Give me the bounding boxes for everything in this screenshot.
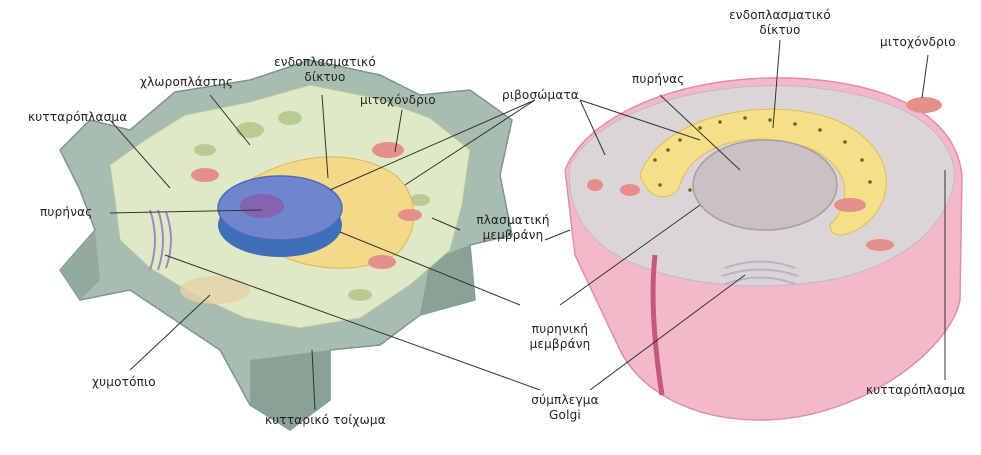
label-er-left-line1: ενδοπλασματικό bbox=[274, 55, 376, 70]
label-cytoplasm-right: κυτταρόπλασμα bbox=[866, 383, 965, 397]
label-mitochondrion-right: μιτοχόνδριο bbox=[880, 35, 956, 49]
label-plasma-membrane: πλασματική μεμβράνη bbox=[476, 213, 549, 243]
mitochondrion bbox=[906, 97, 942, 113]
label-nuclear-membrane: πυρηνική μεμβράνη bbox=[530, 322, 591, 352]
label-golgi: σύμπλεγμα Golgi bbox=[531, 393, 598, 423]
label-chloroplast: χλωροπλάστης bbox=[140, 75, 233, 89]
label-cell-wall: κυτταρικό τοίχωμα bbox=[265, 413, 386, 427]
label-ribosomes: ριβοσώματα bbox=[502, 88, 579, 102]
label-golgi-line2: Golgi bbox=[531, 408, 598, 423]
label-plasma-membrane-line2: μεμβράνη bbox=[476, 228, 549, 243]
label-plasma-membrane-line1: πλασματική bbox=[476, 213, 549, 228]
mitochondrion bbox=[372, 142, 404, 158]
label-nucleus-right: πυρήνας bbox=[632, 72, 684, 86]
label-er-right-line1: ενδοπλασματικό bbox=[729, 8, 831, 23]
label-mitochondrion-left: μιτοχόνδριο bbox=[360, 93, 436, 107]
label-nuclear-membrane-line1: πυρηνική bbox=[530, 322, 591, 337]
animal-cell bbox=[565, 78, 962, 420]
animal-nucleus bbox=[693, 140, 837, 230]
label-vacuole: χυμοτόπιο bbox=[92, 375, 156, 389]
label-cytoplasm-left: κυτταρόπλασμα bbox=[28, 110, 127, 124]
label-nucleus-left: πυρήνας bbox=[40, 205, 92, 219]
label-er-left: ενδοπλασματικό δίκτυο bbox=[274, 55, 376, 85]
chloroplast bbox=[236, 122, 264, 138]
label-nuclear-membrane-line2: μεμβράνη bbox=[530, 337, 591, 352]
label-er-right: ενδοπλασματικό δίκτυο bbox=[729, 8, 831, 38]
plant-vacuole bbox=[180, 276, 250, 304]
label-er-right-line2: δίκτυο bbox=[729, 23, 831, 38]
label-golgi-line1: σύμπλεγμα bbox=[531, 393, 598, 408]
label-er-left-line2: δίκτυο bbox=[274, 70, 376, 85]
